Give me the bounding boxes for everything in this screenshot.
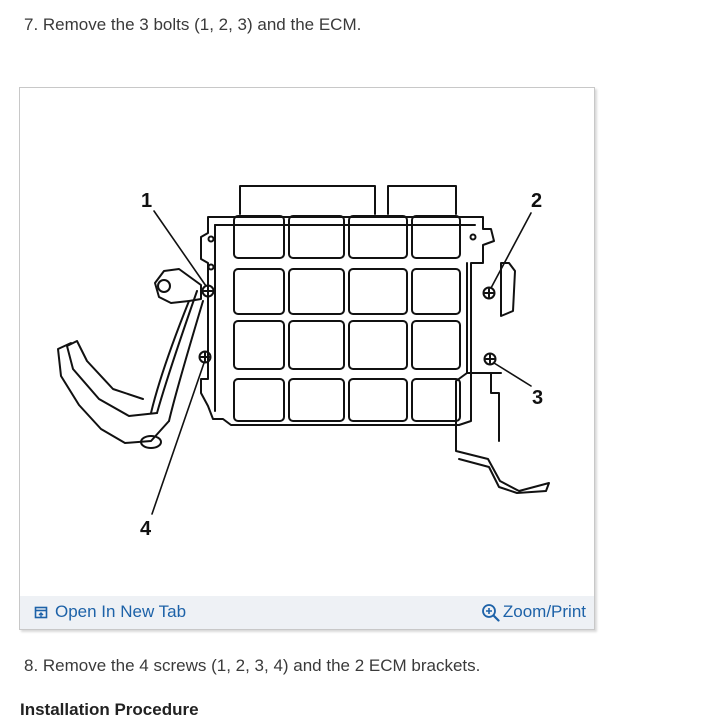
callout-4: 4 [140, 518, 152, 540]
open-new-tab-label: Open In New Tab [55, 602, 187, 621]
callout-2: 2 [531, 190, 542, 212]
ecm-diagram: 1 2 3 4 [57, 185, 550, 540]
section-heading: Installation Procedure [20, 700, 199, 719]
callout-1: 1 [141, 190, 152, 212]
zoom-print-link[interactable]: Zoom/Print [481, 602, 586, 622]
open-external-icon [34, 605, 49, 620]
zoom-in-icon [481, 603, 500, 622]
figure-card: 1 2 3 4 Open In New Tab [19, 87, 595, 630]
figure-action-bar: Open In New Tab Zoom/Print [20, 596, 594, 629]
step-7-text: 7. Remove the 3 bolts (1, 2, 3) and the … [24, 15, 362, 34]
zoom-print-label: Zoom/Print [502, 602, 586, 621]
callout-3: 3 [532, 387, 543, 409]
open-new-tab-link[interactable]: Open In New Tab [34, 602, 186, 622]
step-8-text: 8. Remove the 4 screws (1, 2, 3, 4) and … [24, 656, 481, 675]
